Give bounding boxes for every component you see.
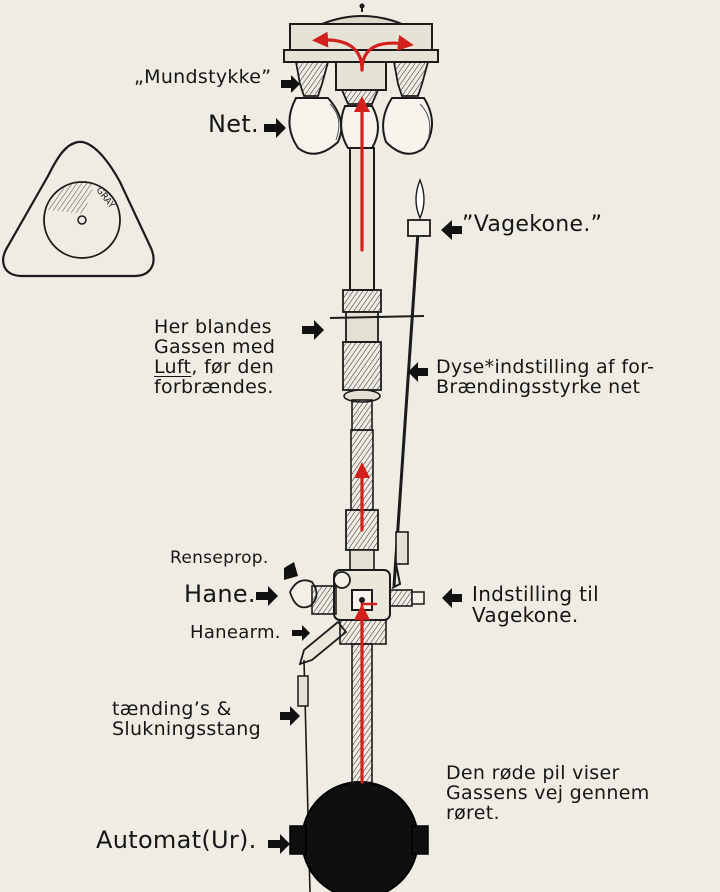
label-mixing-note: Her blandes Gassen med Luft, før den for…	[154, 316, 276, 398]
label-red-arrow-note: Den røde pil viser Gassens vej gennem rø…	[446, 762, 650, 824]
label-automat: Automat(Ur).	[96, 826, 257, 854]
label-hanearm: Hanearm.	[190, 622, 281, 643]
mixing-line-4: forbrændes.	[154, 375, 274, 398]
indstilling-line-1: Indstilling til	[472, 582, 599, 606]
pointer-arrows	[256, 75, 462, 854]
disc-shading	[48, 182, 94, 214]
upper-nut	[342, 289, 382, 313]
nozzle-right	[392, 61, 430, 97]
taendings-line-1: tænding’s &	[112, 698, 232, 720]
disc-center	[77, 215, 87, 225]
nozzle-center	[340, 89, 380, 105]
nozzle-left	[294, 61, 330, 97]
air-plate	[329, 315, 425, 319]
note-line-1: Den røde pil viser	[446, 762, 620, 784]
pointer-taendings	[280, 706, 300, 726]
pointer-net	[264, 118, 286, 138]
pointer-dyse	[408, 362, 428, 382]
mantle-center	[340, 105, 379, 149]
mixing-line-1: Her blandes	[154, 316, 272, 338]
pilot-flame	[415, 178, 425, 220]
nozzle-adjuster	[342, 341, 382, 391]
pilot-adjust-screw	[389, 589, 413, 607]
pointer-hanearm	[292, 625, 310, 641]
label-indstilling: Indstilling til Vagekone.	[472, 584, 599, 626]
dyse-line-2: Brændingsstyrke net	[436, 375, 641, 398]
pointer-vagekone	[441, 220, 462, 240]
pilot-cone	[407, 219, 431, 237]
triangle-outline	[2, 140, 155, 278]
round-burner-disc	[43, 181, 121, 259]
cap-dome	[321, 15, 403, 25]
mixing-line-3-rest: , før den	[191, 355, 275, 378]
pointer-renseprop	[284, 562, 298, 580]
dyse-line-1: Dyse*indstilling af for-	[436, 356, 655, 378]
pointer-mundstykke	[281, 75, 300, 93]
indstilling-line-2: Vagekone.	[472, 603, 579, 627]
mantle-right	[382, 97, 433, 155]
lever-arm	[298, 620, 348, 666]
automat-clock	[289, 781, 429, 892]
note-line-3: røret.	[446, 801, 500, 824]
mixing-line-3: Luft, før den	[154, 355, 275, 378]
label-net: Net.	[208, 110, 259, 138]
mixing-tube	[289, 147, 425, 795]
pointer-indstilling	[442, 588, 462, 608]
mixing-line-2: Gassen med	[154, 335, 276, 358]
taendings-line-2: Slukningsstang	[112, 717, 262, 740]
pilot-tube	[391, 178, 431, 589]
label-vagekone: ”Vagekone.”	[462, 212, 603, 237]
renseprop-knob	[333, 571, 351, 589]
mixing-luft-word: Luft	[154, 355, 192, 378]
gas-arrow-right	[360, 34, 414, 72]
label-hane: Hane.	[184, 580, 256, 608]
gas-path-arrows	[312, 31, 414, 784]
pointer-automat	[268, 834, 290, 854]
label-dyse: Dyse*indstilling af for- Brændingsstyrke…	[436, 356, 655, 398]
label-taendings: tænding’s & Slukningsstang	[112, 698, 262, 740]
label-renseprop: Renseprop.	[170, 548, 269, 568]
pointer-blandes	[302, 320, 324, 340]
pointer-hane	[256, 586, 278, 606]
note-line-2: Gassens vej gennem	[446, 781, 650, 804]
mantle-left	[288, 97, 343, 155]
label-mundstykke: „Mundstykke”	[134, 66, 272, 88]
burner-head-sketch: GRAY	[2, 140, 155, 278]
